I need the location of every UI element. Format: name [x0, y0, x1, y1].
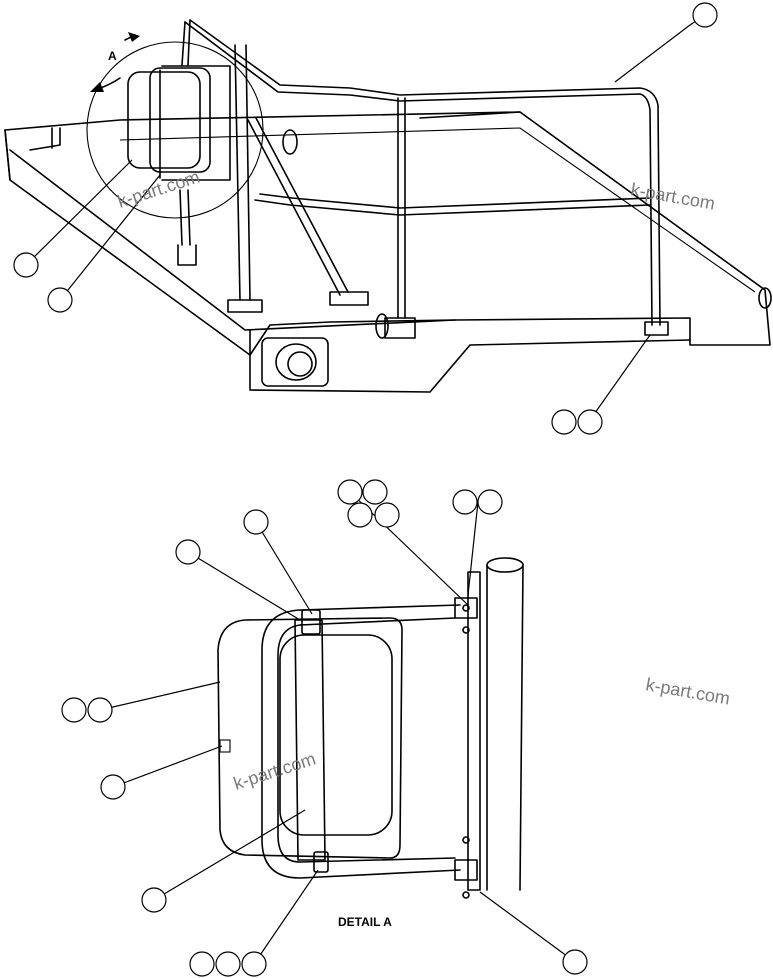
callout-balloon [87, 697, 113, 723]
detail-title: DETAIL A [338, 915, 392, 929]
callout-balloon [562, 949, 588, 975]
callout-balloon [551, 409, 577, 435]
watermark: k-part.com [629, 179, 716, 213]
callout-balloon [374, 502, 400, 528]
callouts-detail [61, 479, 588, 977]
callout-balloon [13, 252, 39, 278]
callout-balloon [47, 287, 73, 313]
callout-balloon [175, 539, 201, 565]
watermark: k-part.com [231, 749, 318, 794]
callout-balloon [215, 951, 241, 977]
callouts-upper [13, 2, 718, 435]
mirror-assembly [86, 41, 264, 219]
callout-balloon [577, 409, 603, 435]
callout-balloon [241, 951, 267, 977]
callout-balloon [362, 479, 388, 505]
callout-balloon [61, 697, 87, 723]
watermark: k-part.com [644, 674, 731, 708]
mounting-strap [294, 619, 326, 861]
callout-balloon [100, 774, 126, 800]
handrail [177, 19, 669, 339]
callout-balloon [189, 951, 215, 977]
platform-assembly: A [4, 19, 772, 393]
callout-balloon [141, 887, 167, 913]
callout-balloon [347, 502, 373, 528]
mirror-glass [217, 617, 403, 859]
callout-balloon [452, 489, 478, 515]
lamp-housing [261, 337, 329, 387]
callout-balloon [337, 479, 363, 505]
callout-balloon [692, 2, 718, 28]
view-label: A [108, 49, 117, 63]
detail-a-view: DETAIL A [217, 557, 524, 929]
mounting-post [454, 557, 524, 899]
callout-balloon [477, 489, 503, 515]
callout-balloon [243, 509, 269, 535]
